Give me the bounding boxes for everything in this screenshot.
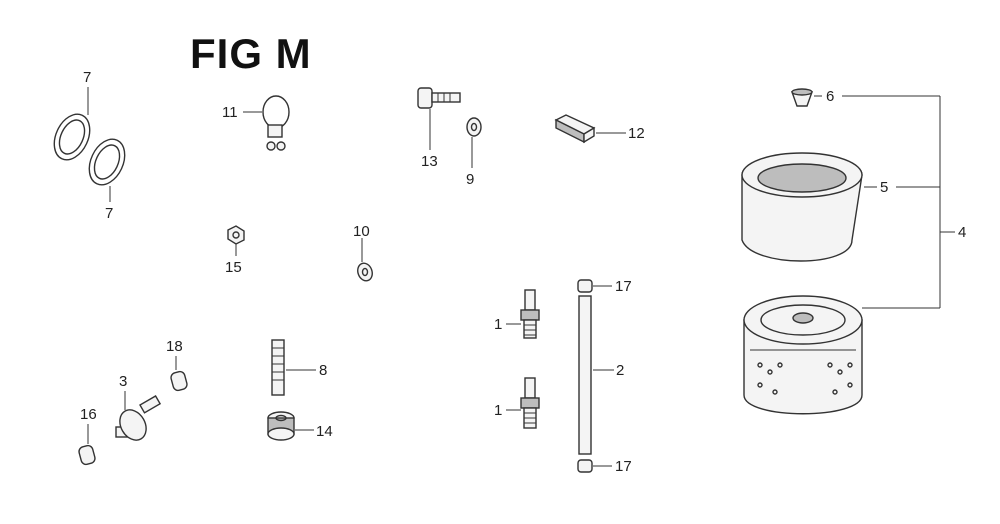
callout-12: 12 <box>628 125 645 142</box>
o-ring-top <box>53 113 91 161</box>
callout-1-top: 1 <box>494 316 502 333</box>
nut-small <box>227 225 245 245</box>
joint-pin <box>554 114 596 144</box>
callout-11: 11 <box>222 104 238 121</box>
callout-7-top: 7 <box>83 69 91 86</box>
washer-small <box>357 262 373 282</box>
clip-17-bottom <box>577 459 593 473</box>
grommet <box>267 411 295 441</box>
callout-18: 18 <box>166 338 183 355</box>
clip-16 <box>78 444 96 466</box>
figure-title: FIG M <box>190 30 312 77</box>
callout-14: 14 <box>316 423 333 440</box>
callout-4: 4 <box>958 224 966 241</box>
callout-17-top: 17 <box>615 278 632 295</box>
callout-13: 13 <box>421 153 438 170</box>
clip-17-top <box>577 279 593 293</box>
callout-6: 6 <box>826 88 834 105</box>
breather-valve <box>115 395 162 441</box>
hose-clamp <box>262 95 290 151</box>
callout-15: 15 <box>225 259 242 276</box>
bolt <box>417 87 461 109</box>
callout-10: 10 <box>353 223 370 240</box>
cap-nut <box>791 88 813 107</box>
callout-1-bottom: 1 <box>494 402 502 419</box>
callout-17-bottom: 17 <box>615 458 632 475</box>
callout-8: 8 <box>319 362 327 379</box>
paper-filter-element <box>743 295 863 415</box>
stud-bolt <box>271 339 285 396</box>
callout-2: 2 <box>616 362 624 379</box>
callout-9: 9 <box>466 171 474 188</box>
spark-plug-upper <box>520 289 540 339</box>
callout-5: 5 <box>880 179 888 196</box>
callout-7-bottom: 7 <box>105 205 113 222</box>
rod <box>578 295 592 455</box>
washer <box>466 117 482 137</box>
callout-16: 16 <box>80 406 97 423</box>
clip-18 <box>170 370 188 392</box>
o-ring-bottom <box>88 138 126 186</box>
outer-foam-element <box>741 152 863 262</box>
spark-plug-lower <box>520 377 540 429</box>
callout-3: 3 <box>119 373 127 390</box>
